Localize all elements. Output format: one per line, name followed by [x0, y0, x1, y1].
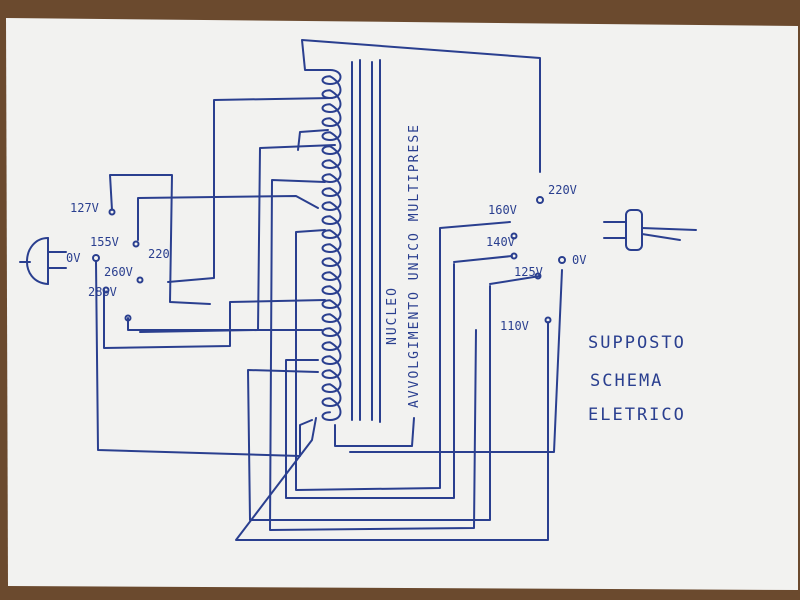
- coil-turns: [321, 69, 342, 421]
- label-127v: 127V: [70, 201, 99, 215]
- label-260v: 260V: [104, 265, 133, 279]
- right-plug-icon: [603, 209, 697, 251]
- core-label: NUCLEO: [385, 286, 400, 345]
- note-line-3: ELETRICO: [588, 405, 686, 425]
- label-125v: 125V: [514, 265, 543, 279]
- wires: [95, 39, 563, 541]
- winding-label: AVVOLGIMENTO UNICO MULTIPRESE: [407, 123, 422, 408]
- label-155v: 155V: [90, 235, 119, 249]
- label-0v-left: 0V: [66, 251, 80, 265]
- note-line-1: SUPPOSTO: [588, 333, 686, 353]
- label-140v: 140V: [486, 235, 515, 249]
- winding-coil: [321, 69, 342, 421]
- terminals: [92, 196, 566, 324]
- label-220-left: 220: [148, 247, 170, 261]
- transformer-core: [351, 59, 381, 423]
- left-plug-icon: [19, 237, 67, 285]
- label-280v: 280V: [88, 285, 117, 299]
- label-0v-right: 0V: [572, 253, 586, 267]
- label-220v-right: 220V: [548, 183, 577, 197]
- note-line-2: SCHEMA: [590, 371, 663, 391]
- label-110v: 110V: [500, 319, 529, 333]
- paper-sheet: [6, 18, 798, 590]
- label-160v: 160V: [488, 203, 517, 217]
